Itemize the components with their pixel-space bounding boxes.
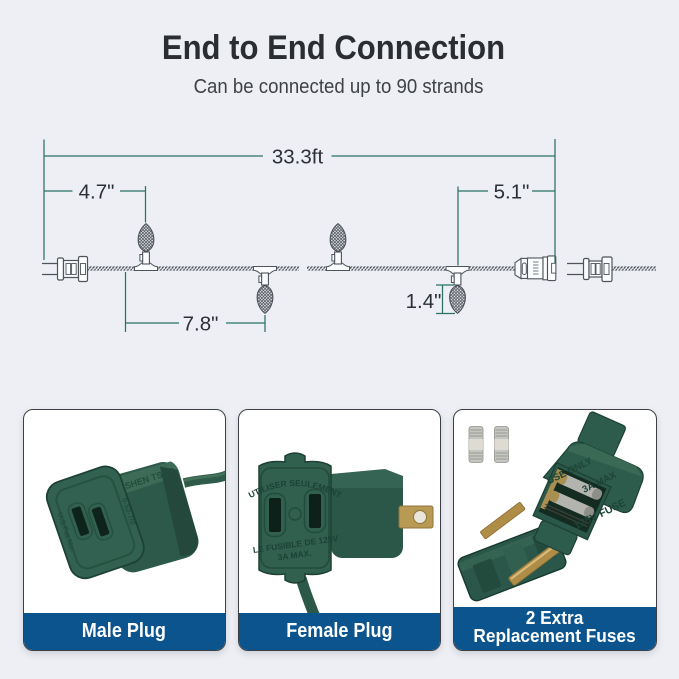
svg-text:33.3ft: 33.3ft xyxy=(272,146,324,169)
svg-text:5.1": 5.1" xyxy=(494,181,530,204)
svg-text:3A MAX.: 3A MAX. xyxy=(276,548,311,563)
svg-text:7.8": 7.8" xyxy=(183,313,219,336)
svg-text:1.4": 1.4" xyxy=(406,290,442,313)
svg-text:4.7": 4.7" xyxy=(79,181,115,204)
